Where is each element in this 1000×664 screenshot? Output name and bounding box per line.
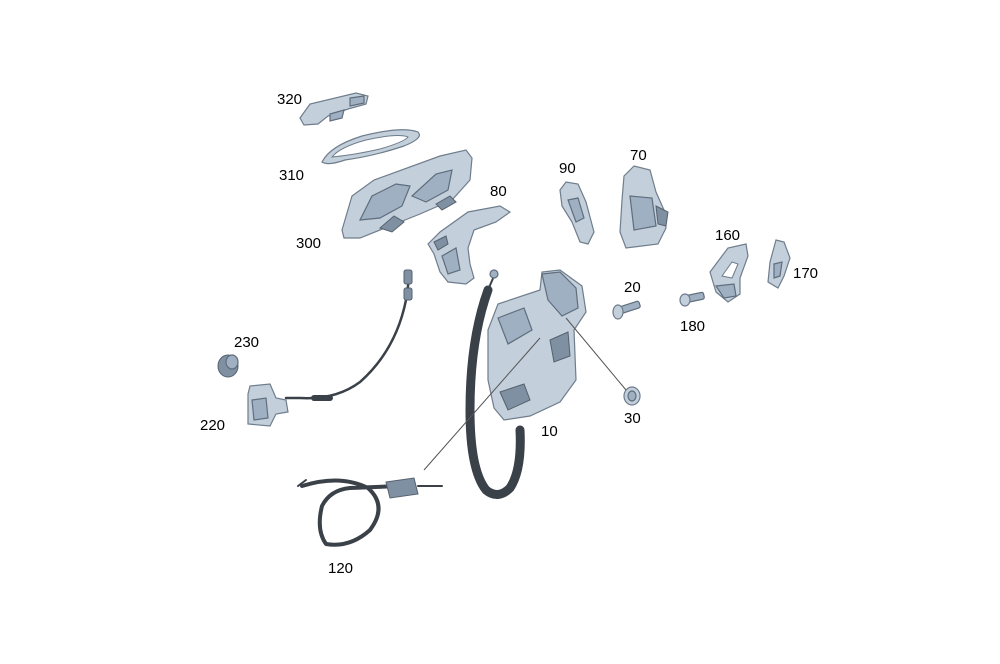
part-170-plate <box>767 239 791 289</box>
leader-10-cable <box>423 337 541 471</box>
callout-70: 70 <box>630 147 647 164</box>
callout-230: 230 <box>234 334 259 351</box>
part-230-grommet <box>217 354 239 378</box>
part-90-small-bracket <box>559 181 595 245</box>
part-80-bracket <box>427 205 512 285</box>
leader-lines <box>423 317 627 471</box>
callout-300: 300 <box>296 235 321 252</box>
callout-20: 20 <box>624 279 641 296</box>
callout-170: 170 <box>793 265 818 282</box>
callout-160: 160 <box>715 227 740 244</box>
part-300-handle-carrier <box>341 149 473 239</box>
part-180-screw <box>679 291 705 307</box>
callout-80: 80 <box>490 183 507 200</box>
part-220-actuator <box>247 269 413 427</box>
callout-310: 310 <box>279 167 304 184</box>
part-160-striker <box>709 243 749 303</box>
callout-220: 220 <box>200 417 225 434</box>
callout-30: 30 <box>624 410 641 427</box>
part-310-handle-seal <box>321 129 420 165</box>
part-30-bolt <box>623 386 641 406</box>
part-10-door-lock <box>465 269 587 499</box>
part-320-outer-handle <box>299 92 369 126</box>
callout-10: 10 <box>541 423 558 440</box>
callout-120: 120 <box>328 560 353 577</box>
callout-180: 180 <box>680 318 705 335</box>
part-120-bowden-cable <box>297 477 443 547</box>
callout-labels: 320 310 300 80 90 70 160 170 20 180 30 1… <box>200 91 818 577</box>
leader-30 <box>565 317 627 391</box>
part-70-cover <box>619 165 669 249</box>
part-20-screw <box>612 300 641 320</box>
callout-320: 320 <box>277 91 302 108</box>
callout-90: 90 <box>559 160 576 177</box>
